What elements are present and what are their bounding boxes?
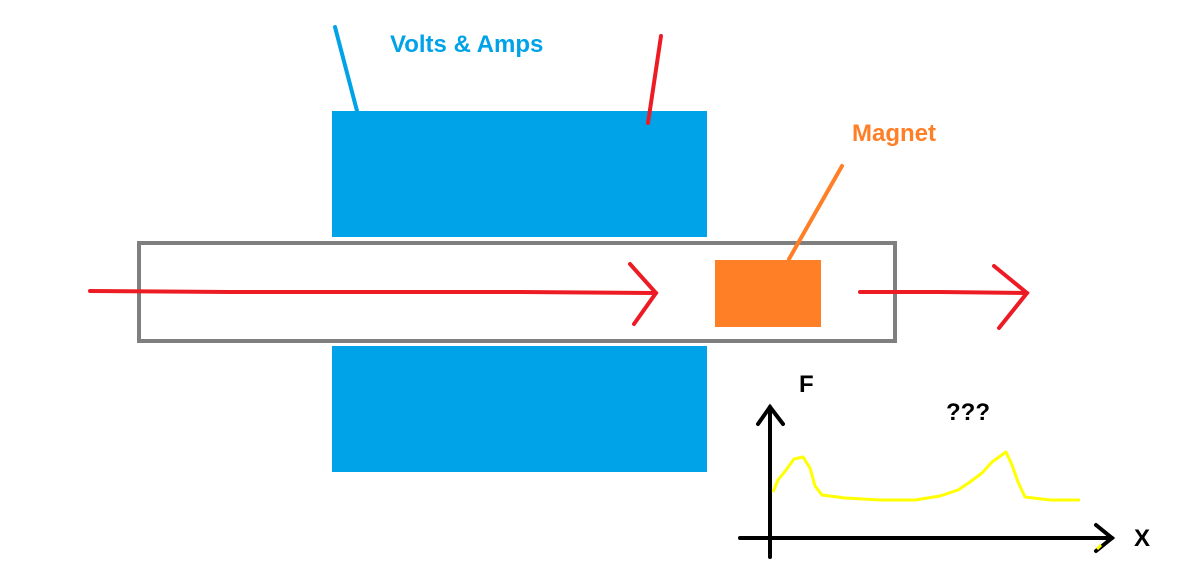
coil-top-block (332, 111, 707, 237)
graph-axes (738, 403, 1116, 559)
coil-wires-label: Volts & Amps (390, 31, 544, 58)
magnet-leader-line (787, 164, 844, 261)
coil-wire-blue (333, 25, 359, 113)
magnet-block (715, 260, 821, 327)
graph-note-label: ??? (946, 399, 990, 426)
graph-y-axis-label: F (799, 371, 814, 398)
force-curve (771, 450, 1080, 502)
coil-bottom-block (332, 346, 707, 472)
coil-wire-red (646, 34, 663, 125)
right-arrow-icon (88, 262, 659, 326)
right-arrow-icon (858, 264, 1030, 330)
curve-tail-mark (1095, 543, 1103, 551)
magnet-label: Magnet (852, 120, 936, 147)
graph-x-axis-label: X (1134, 525, 1151, 552)
